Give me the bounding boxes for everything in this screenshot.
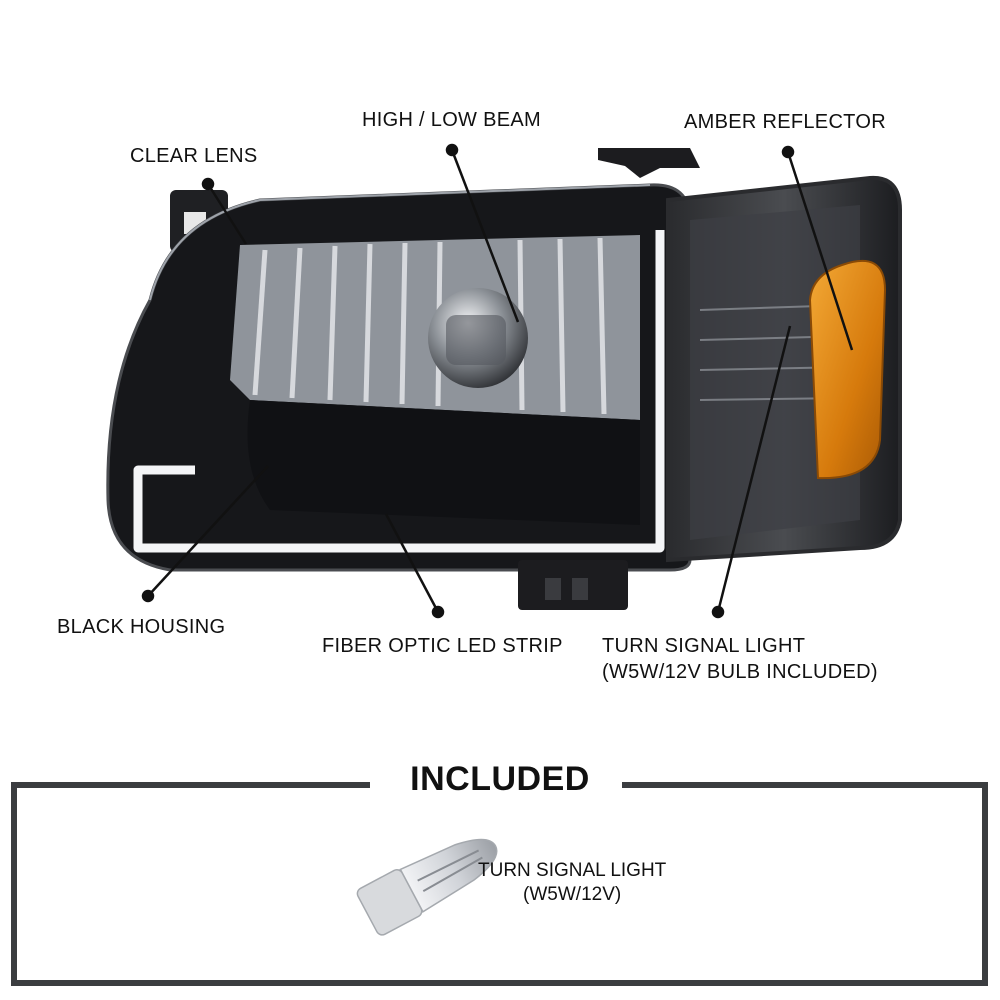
leader-clear-lens xyxy=(206,183,248,245)
label-turn-signal-line2: (W5W/12V BULB INCLUDED) xyxy=(602,661,878,683)
callout-leaders xyxy=(141,143,854,619)
label-fiber-optic-led-strip: FIBER OPTIC LED STRIP xyxy=(322,635,563,657)
mount-slot xyxy=(572,578,588,600)
label-amber-reflector: AMBER REFLECTOR xyxy=(684,111,886,133)
label-turn-signal-light: TURN SIGNAL LIGHT (W5W/12V BULB INCLUDED… xyxy=(602,633,878,685)
reflector-facets xyxy=(252,237,607,415)
included-frame xyxy=(11,782,988,986)
label-turn-signal-line1: TURN SIGNAL LIGHT xyxy=(602,635,806,657)
bulb-label-line1: TURN SIGNAL LIGHT xyxy=(478,860,667,881)
leader-amber-reflector xyxy=(786,151,854,351)
amber-reflector-shape xyxy=(808,260,887,480)
included-title: INCLUDED xyxy=(410,760,590,798)
dot-clear-lens xyxy=(201,177,215,191)
leader-fiber-optic xyxy=(384,513,440,613)
dot-black-housing xyxy=(141,589,155,603)
bulb-filament xyxy=(417,849,480,882)
label-high-low-beam: HIGH / LOW BEAM xyxy=(362,109,541,131)
dot-fiber-optic xyxy=(431,605,445,619)
label-clear-lens: CLEAR LENS xyxy=(130,145,258,167)
bulb-label: TURN SIGNAL LIGHT (W5W/12V) xyxy=(478,859,666,907)
dot-turn-signal xyxy=(711,605,725,619)
bulb-glass xyxy=(399,838,498,913)
projector-core xyxy=(446,315,506,365)
dot-high-low-beam xyxy=(445,143,459,157)
fiber-optic-strip xyxy=(133,230,665,553)
inner-black-panel xyxy=(247,400,640,525)
headlight-assembly xyxy=(106,148,902,610)
leader-black-housing xyxy=(147,465,269,597)
label-black-housing: BLACK HOUSING xyxy=(57,616,226,638)
clear-lens-edge xyxy=(149,184,651,301)
w5w-bulb-illustration xyxy=(356,838,498,936)
mounting-bracket xyxy=(598,148,700,178)
bulb-label-line2: (W5W/12V) xyxy=(523,884,622,905)
dot-amber-reflector xyxy=(781,145,795,159)
leader-high-low-beam xyxy=(450,149,520,323)
leader-turn-signal xyxy=(716,325,792,613)
mount-slot xyxy=(545,578,561,600)
included-border xyxy=(11,782,988,986)
